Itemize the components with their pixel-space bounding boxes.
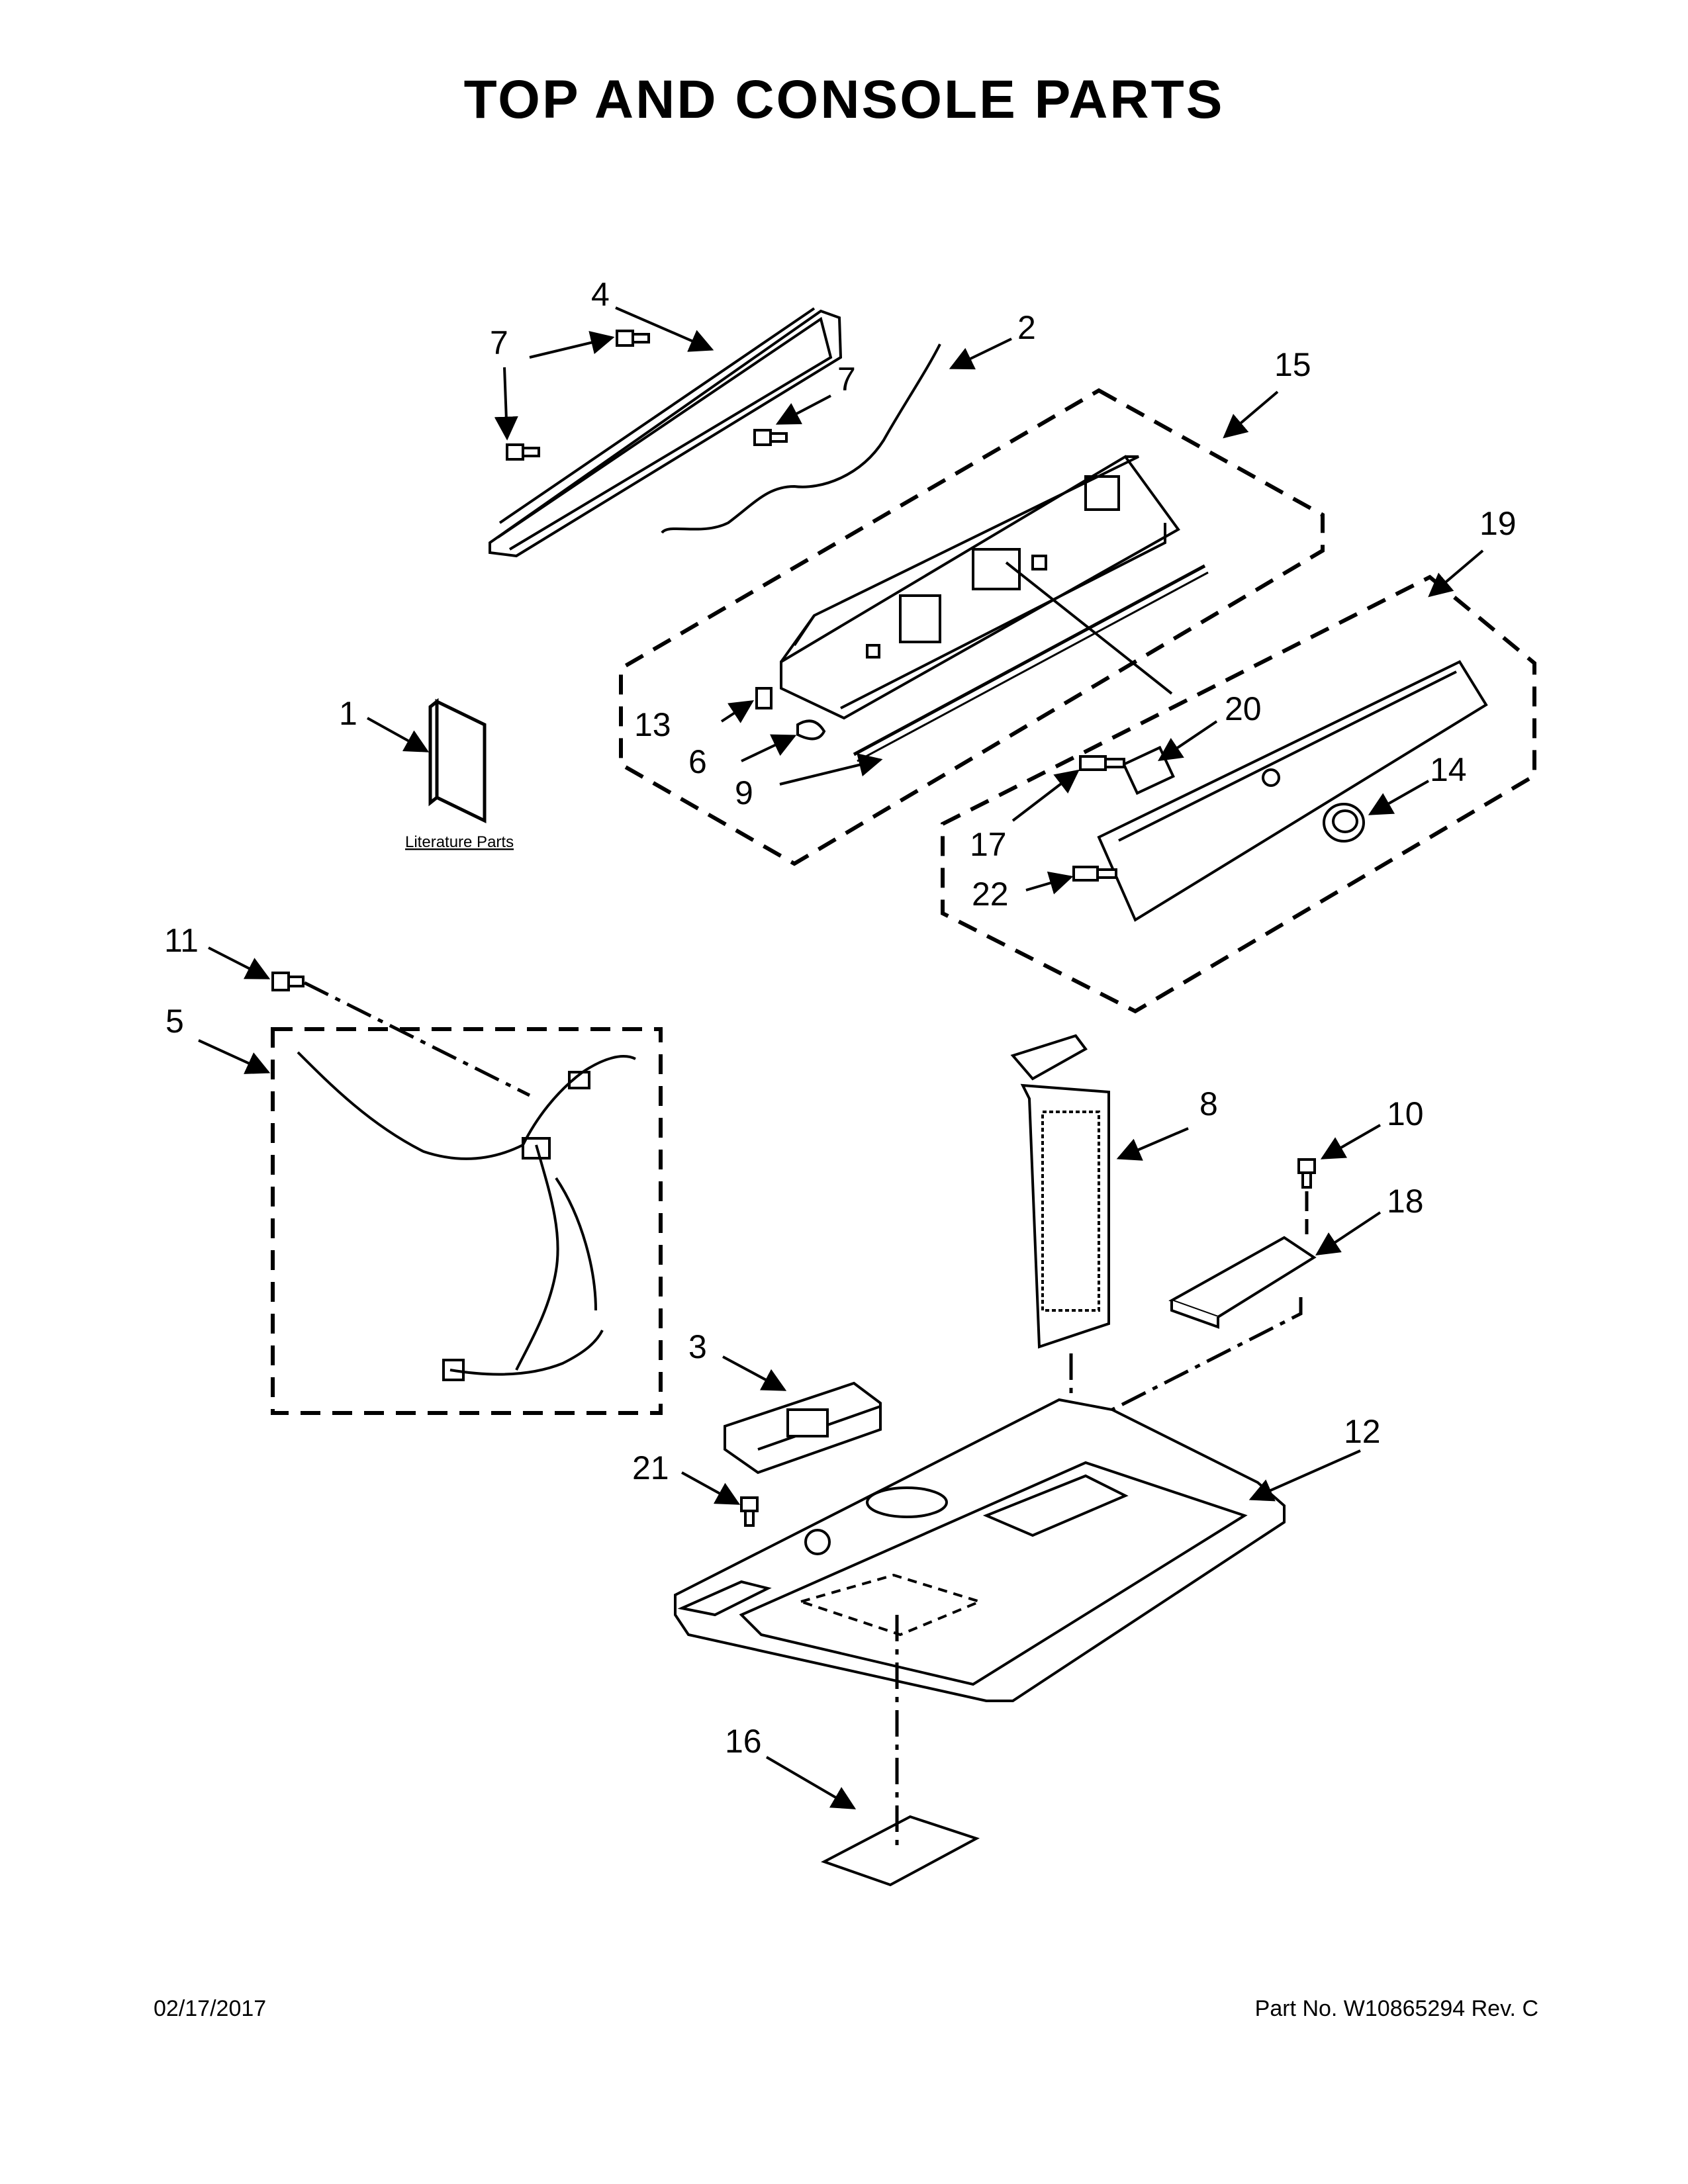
group-19-console-panel-box: [941, 574, 1536, 1014]
clip-6-part: [796, 719, 826, 741]
screw-7c-part: [753, 429, 788, 446]
leader-7a: [529, 331, 615, 359]
screw-7b-part: [506, 443, 540, 461]
leader-8: [1116, 1127, 1189, 1161]
lint-filter-part: [1010, 1034, 1110, 1349]
literature-parts-label: Literature Parts: [405, 833, 514, 851]
leader-7c: [775, 394, 831, 425]
callout-22: 22: [972, 876, 1009, 913]
leader-19: [1428, 549, 1484, 598]
leader-4: [615, 306, 714, 352]
callout-4: 4: [591, 276, 610, 313]
callout-7b: 7: [837, 361, 856, 398]
leader-13: [720, 700, 755, 723]
footer-date: 02/17/2017: [154, 1996, 267, 2021]
group-15-console-box: [619, 388, 1325, 866]
callout-6: 6: [688, 743, 707, 780]
console-trim-part: [489, 307, 843, 558]
top-panel-part: [674, 1398, 1286, 1702]
callout-16: 16: [725, 1723, 762, 1760]
callout-3: 3: [688, 1328, 707, 1365]
page-title: TOP AND CONSOLE PARTS: [463, 69, 1225, 130]
leader-14: [1368, 780, 1429, 815]
wire-harness-part: [297, 1051, 636, 1381]
screw-7a-part: [616, 330, 650, 347]
leader-20: [1158, 720, 1218, 762]
callout-20: 20: [1225, 690, 1262, 727]
callout-10: 10: [1387, 1095, 1424, 1132]
callout-13: 13: [634, 706, 671, 743]
callout-17: 17: [970, 826, 1007, 863]
callout-11: 11: [164, 922, 199, 959]
callout-15: 15: [1274, 346, 1311, 383]
callout-5: 5: [165, 1003, 184, 1040]
callout-9: 9: [735, 774, 753, 811]
clip-13-part: [755, 687, 773, 709]
callout-7a: 7: [490, 324, 508, 361]
console-body-part: [780, 455, 1180, 720]
leader-12: [1248, 1449, 1361, 1502]
callout-19: 19: [1479, 505, 1517, 542]
leader-10: [1320, 1124, 1381, 1160]
control-board-part: [724, 1381, 882, 1475]
leader-3: [722, 1355, 787, 1391]
leader-21: [681, 1471, 741, 1505]
screw-17-part: [1079, 755, 1125, 771]
callout-1: 1: [339, 695, 357, 732]
knob-14-part: [1323, 803, 1365, 842]
strip-part: [853, 564, 1206, 756]
leader-7b: [494, 367, 518, 441]
group-5-wire-harness-box: [271, 1027, 663, 1415]
switch-leader: [1005, 561, 1173, 695]
leader-22: [1025, 871, 1074, 895]
leader-18: [1315, 1211, 1382, 1255]
leader-11: [208, 946, 271, 979]
callout-12: 12: [1344, 1413, 1381, 1450]
leader-9: [779, 753, 883, 786]
callout-21: 21: [632, 1449, 669, 1486]
bracket-18-part: [1168, 1236, 1317, 1329]
callout-2: 2: [1017, 309, 1036, 346]
literature-booklet-part: [428, 698, 487, 823]
leader-16: [765, 1756, 857, 1809]
leader-1: [367, 717, 430, 752]
callout-18: 18: [1387, 1183, 1424, 1220]
leader-5: [198, 1039, 271, 1074]
callout-14: 14: [1430, 751, 1467, 788]
leader-2: [949, 338, 1012, 370]
leader-17: [1011, 769, 1080, 822]
screw-11-leader: [303, 981, 531, 1097]
screw-11-part: [271, 972, 305, 991]
console-panel-part: [1097, 660, 1488, 922]
footer-part-number: Part No. W10865294 Rev. C: [1254, 1996, 1538, 2021]
cord-part: [661, 343, 941, 534]
leader-15: [1223, 390, 1279, 439]
strip-part-2: [857, 571, 1209, 762]
callout-8: 8: [1199, 1085, 1218, 1122]
leader-6: [741, 734, 797, 762]
screw-21-part: [740, 1496, 759, 1527]
screw-22-part: [1072, 866, 1117, 882]
pad-16-part: [820, 1815, 980, 1887]
screw-10-part: [1297, 1158, 1316, 1189]
